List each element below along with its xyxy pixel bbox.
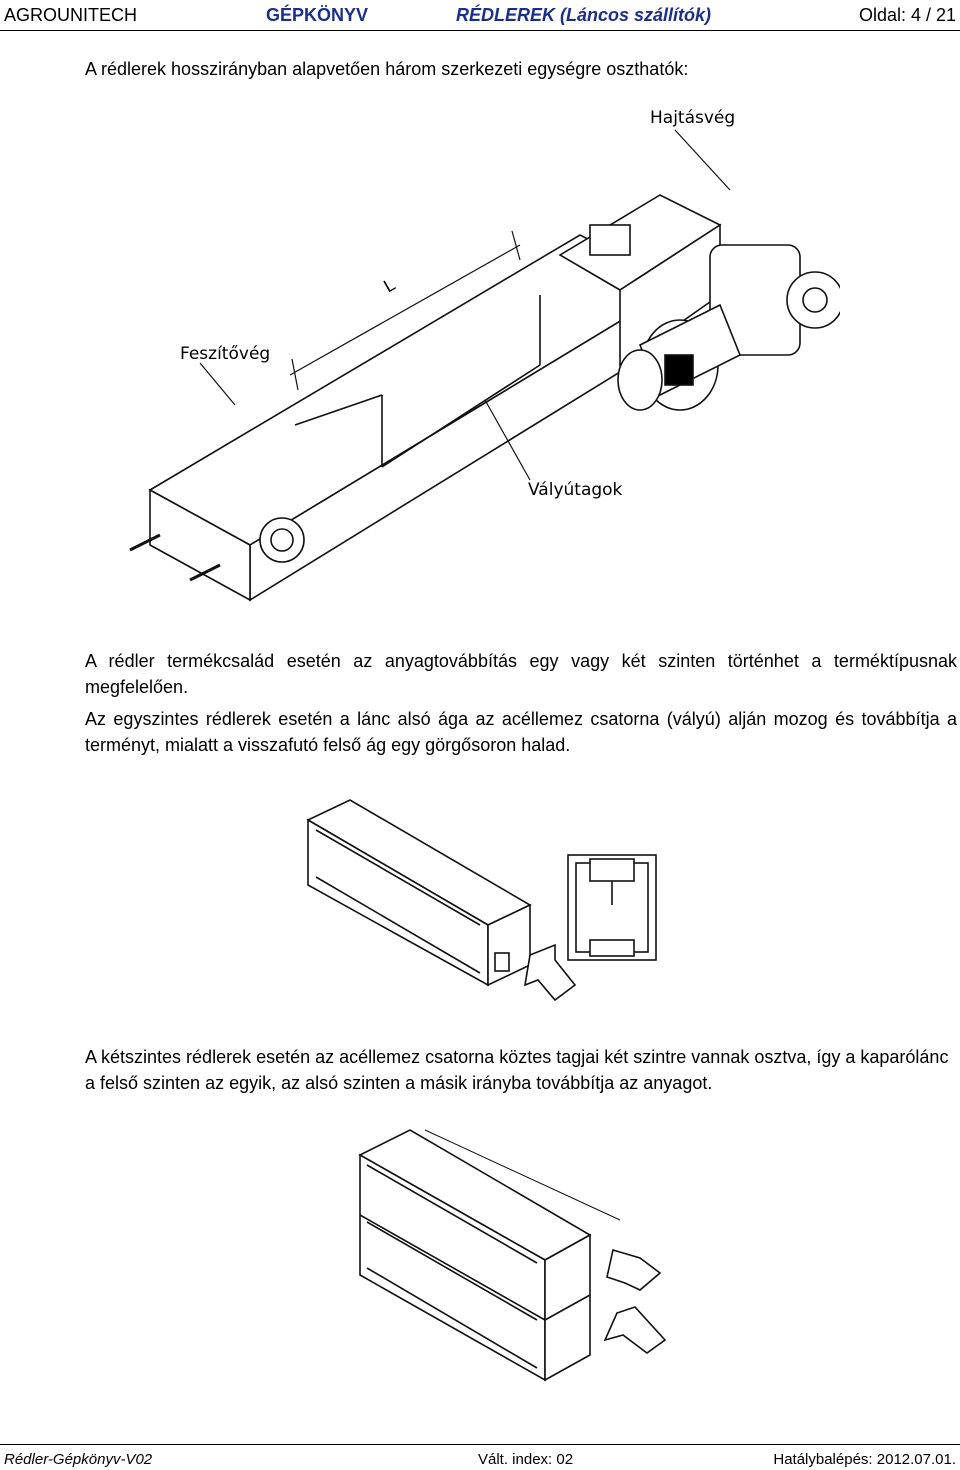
document-subject: RÉDLEREK (Láncos szállítók)	[456, 5, 712, 25]
length-label: L	[381, 275, 400, 297]
trough-label: Vályútagok	[528, 480, 623, 500]
single-level-trough-figure	[300, 795, 680, 1020]
effective-date: Hatálybalépés: 2012.07.01.	[773, 1451, 956, 1468]
page-footer: Rédler-Gépkönyv-V02 Vált. index: 02 Hatá…	[0, 1444, 960, 1470]
document-title: GÉPKÖNYV	[266, 5, 369, 25]
conveyor-assembly-figure: L Hajtásvég Feszítővég Vályútagok	[120, 95, 840, 625]
revision-index: Vált. index: 02	[478, 1451, 574, 1468]
intro-text: A rédlerek hosszirányban alapvetően háro…	[85, 59, 689, 79]
two-level-trough-figure	[355, 1125, 675, 1390]
tension-end-label: Feszítővég	[180, 344, 270, 364]
single-level-paragraph: Az egyszintes rédlerek esetén a lánc als…	[85, 709, 957, 755]
two-level-paragraph: A kétszintes rédlerek esetén az acélleme…	[85, 1047, 949, 1093]
product-family-paragraph: A rédler termékcsalád esetén az anyagtov…	[85, 651, 957, 697]
page-header: AGROUNITECH GÉPKÖNYV RÉDLEREK (Láncos sz…	[0, 0, 960, 31]
drive-end-label: Hajtásvég	[650, 108, 735, 128]
document-code: Rédler-Gépkönyv-V02	[4, 1451, 153, 1468]
page-number: Oldal: 4 / 21	[858, 5, 956, 25]
company-name: AGROUNITECH	[4, 5, 138, 25]
